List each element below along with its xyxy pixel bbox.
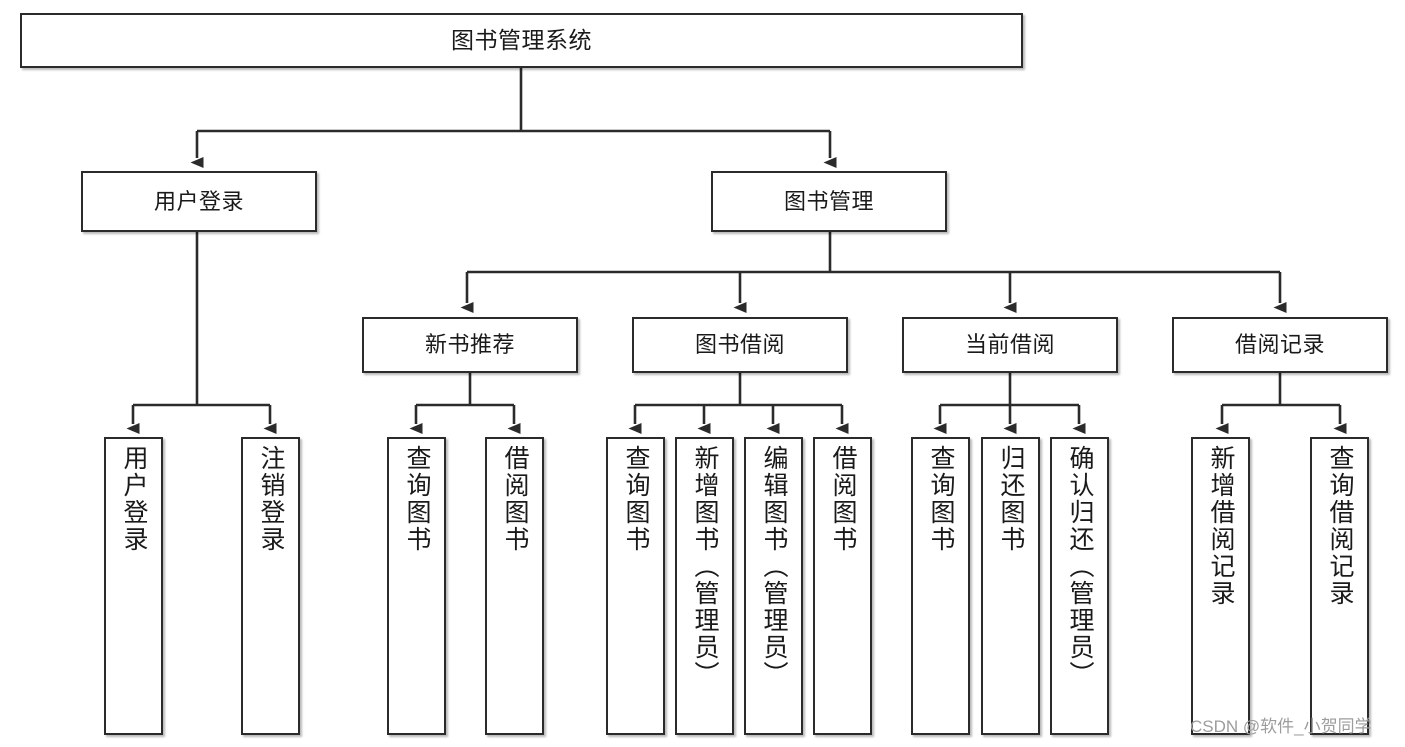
node-leaf-logout[interactable]: 注销登录 <box>241 437 300 735</box>
node-leaf-borrow-book-recommend[interactable]: 借阅图书 <box>485 437 544 735</box>
node-book-borrow[interactable]: 图书借阅 <box>632 317 848 373</box>
node-leaf-return-book[interactable]: 归还图书 <box>981 437 1040 735</box>
node-label: 查询图书 <box>622 445 650 553</box>
node-leaf-query-book-current[interactable]: 查询图书 <box>911 437 970 735</box>
node-label: 借阅记录 <box>1234 332 1325 358</box>
node-label: 新书推荐 <box>424 332 515 358</box>
node-root-book-management-system[interactable]: 图书管理系统 <box>20 13 1023 68</box>
node-label: 注销登录 <box>257 445 285 553</box>
node-label: 归还图书 <box>997 445 1025 553</box>
node-new-book-recommend[interactable]: 新书推荐 <box>362 317 578 373</box>
node-label: 图书管理系统 <box>451 27 592 54</box>
node-leaf-query-book-borrow[interactable]: 查询图书 <box>606 437 665 735</box>
node-leaf-query-book-recommend[interactable]: 查询图书 <box>387 437 446 735</box>
node-label: 借阅图书 <box>829 445 857 553</box>
node-leaf-add-borrow-record[interactable]: 新增借阅记录 <box>1191 437 1250 735</box>
node-label: 查询借阅记录 <box>1326 445 1354 607</box>
node-label: 查询图书 <box>927 445 955 553</box>
node-leaf-confirm-return-admin[interactable]: 确认归还（管理员） <box>1050 437 1109 735</box>
node-borrow-record[interactable]: 借阅记录 <box>1172 317 1388 373</box>
node-label: 用户登录 <box>120 445 148 553</box>
node-label: 新增借阅记录 <box>1207 445 1235 607</box>
node-leaf-query-borrow-record[interactable]: 查询借阅记录 <box>1310 437 1369 735</box>
node-user-login[interactable]: 用户登录 <box>81 171 317 232</box>
node-leaf-user-login[interactable]: 用户登录 <box>104 437 163 735</box>
node-leaf-add-book-admin[interactable]: 新增图书（管理员） <box>675 437 734 735</box>
node-leaf-borrow-book[interactable]: 借阅图书 <box>813 437 872 735</box>
node-label: 查询图书 <box>403 445 431 553</box>
node-label: 图书管理 <box>783 188 874 214</box>
csdn-watermark: CSDN @软件_小贺同学 <box>1190 717 1372 736</box>
node-book-management[interactable]: 图书管理 <box>711 171 947 232</box>
node-label: 当前借阅 <box>964 332 1055 358</box>
node-leaf-edit-book-admin[interactable]: 编辑图书（管理员） <box>744 437 803 735</box>
node-current-borrow[interactable]: 当前借阅 <box>902 317 1118 373</box>
node-label: 图书借阅 <box>694 332 785 358</box>
node-label: 新增图书（管理员） <box>691 445 719 688</box>
node-label: 编辑图书（管理员） <box>760 445 788 688</box>
node-label: 确认归还（管理员） <box>1066 445 1094 688</box>
node-label: 借阅图书 <box>501 445 529 553</box>
node-label: 用户登录 <box>153 188 244 214</box>
